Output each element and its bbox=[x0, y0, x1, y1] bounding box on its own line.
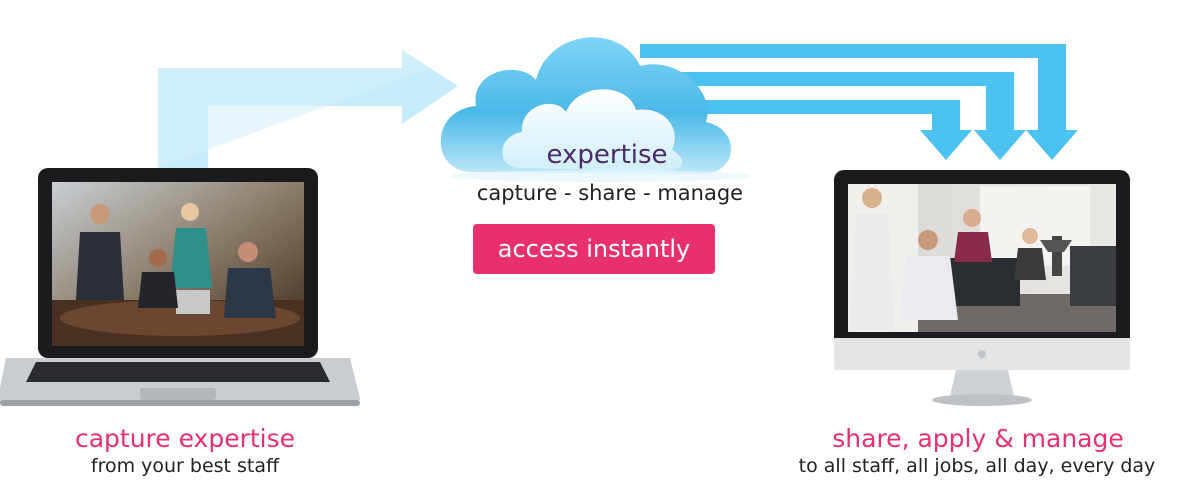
meeting-photo bbox=[52, 203, 304, 346]
monitor-icon bbox=[834, 170, 1130, 406]
cloud-icon bbox=[440, 37, 750, 182]
access-instantly-button[interactable]: access instantly bbox=[473, 224, 715, 274]
left-caption-subtitle: from your best staff bbox=[90, 455, 280, 477]
share-arrow-2 bbox=[660, 72, 1026, 160]
left-caption-title: capture expertise bbox=[74, 424, 296, 453]
cloud-label: expertise bbox=[546, 140, 668, 170]
capture-arrow bbox=[158, 50, 458, 168]
laptop-icon bbox=[0, 168, 360, 406]
share-arrow-1 bbox=[640, 44, 1078, 160]
office-photo bbox=[848, 184, 1116, 332]
tagline: capture - share - manage bbox=[476, 181, 744, 205]
share-arrow-3 bbox=[680, 100, 972, 160]
right-caption-subtitle: to all staff, all jobs, all day, every d… bbox=[798, 455, 1156, 477]
right-caption-title: share, apply & manage bbox=[832, 424, 1124, 453]
